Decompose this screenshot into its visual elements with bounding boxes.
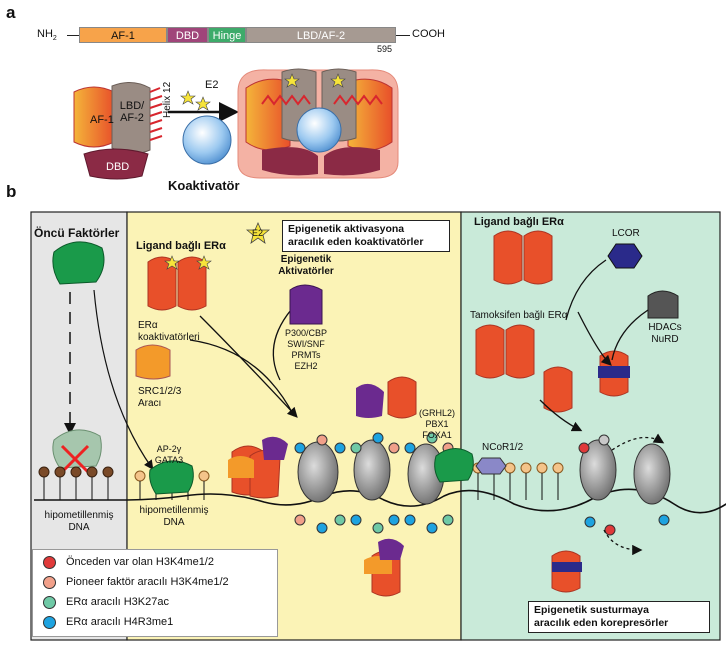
legend-item: Pioneer faktör aracılı H3K4me1/2 xyxy=(43,572,267,592)
af1-monomer-label: AF-1 xyxy=(90,114,114,126)
legend-swatch xyxy=(43,575,56,589)
src-label: SRC1/2/3 Aracı xyxy=(138,386,182,409)
histone-mark-legend: Önceden var olan H3K4me1/2 Pioneer faktö… xyxy=(32,549,278,637)
e2-label-a: E2 xyxy=(205,79,219,91)
lbd-af2-domain: LBD/AF-2 xyxy=(246,27,396,43)
lcor-label: LCOR xyxy=(612,228,640,239)
hinge-domain: Hinge xyxy=(208,27,246,43)
hdacs-nurd-label: HDACs NuRD xyxy=(648,322,682,345)
ligand-era-dimer-1 xyxy=(147,255,212,311)
epigenetic-activators-label: Epigenetik Aktivatörler xyxy=(278,254,334,277)
er-monomer-illustration xyxy=(73,82,163,180)
legend-swatch xyxy=(43,615,56,629)
pioneer-factor-shape xyxy=(52,241,105,285)
c-terminal-line xyxy=(396,35,410,36)
dbd-monomer-label: DBD xyxy=(106,161,130,173)
residue-595-label: 595 xyxy=(377,44,393,54)
af1-domain: AF-1 xyxy=(79,27,167,43)
dna-strand xyxy=(34,488,726,514)
helix12-label: Helix 12 xyxy=(162,81,173,118)
ligand-bound-era-label-1: Ligand bağlı ERα xyxy=(136,240,226,252)
panel-b-label: b xyxy=(6,182,17,201)
panel-a-label: a xyxy=(6,3,16,22)
legend-item: Önceden var olan H3K4me1/2 xyxy=(43,552,267,572)
ncor-label: NCoR1/2 xyxy=(482,442,524,453)
lbd-af2-monomer-label: LBD/ AF-2 xyxy=(119,100,145,124)
e2-stars-a xyxy=(180,90,211,111)
tamoxifen-bound-era-label: Tamoksifen bağlı ERα xyxy=(470,310,568,321)
hypomethylated-dna-mid: hipometillenmiş DNA xyxy=(139,505,209,528)
e2-badge: E2 xyxy=(246,222,270,244)
legend-swatch xyxy=(43,595,56,609)
legend-swatch xyxy=(43,555,56,569)
coactivator-label: Koaktivatör xyxy=(168,178,240,193)
legend-item: ERα aracılı H4R3me1 xyxy=(43,612,267,632)
activation-coactivators-box: Epigenetik aktivasyona aracılık eden koa… xyxy=(282,220,450,252)
n-terminal-line xyxy=(67,35,79,36)
dbd-domain: DBD xyxy=(167,27,208,43)
hypomethylated-dna-left: hipometillenmiş DNA xyxy=(44,510,114,533)
silencing-corepressors-box: Epigenetik susturmaya aracılık eden kore… xyxy=(528,601,710,633)
era-coactivators-label: ERα koaktivatörleri xyxy=(138,320,200,343)
legend-item: ERα aracılı H3K27ac xyxy=(43,592,267,612)
activators-list: P300/CBP SWI/SNF PRMTs EZH2 xyxy=(284,328,328,371)
cooh-label: COOH xyxy=(412,28,445,40)
ap2-gata3-label: AP-2γ GATA3 xyxy=(154,444,184,465)
coactivator-sphere xyxy=(182,115,232,165)
ligand-bound-era-label-2: Ligand bağlı ERα xyxy=(474,216,564,228)
er-dimer-complex xyxy=(237,68,399,179)
pioneer-factors-title: Öncü Faktörler xyxy=(34,226,120,240)
nh2-label: NH2 xyxy=(37,28,57,43)
grhl2-pbx1-foxa1-label: (GRHL2) PBX1 FOXA1 xyxy=(418,408,455,440)
